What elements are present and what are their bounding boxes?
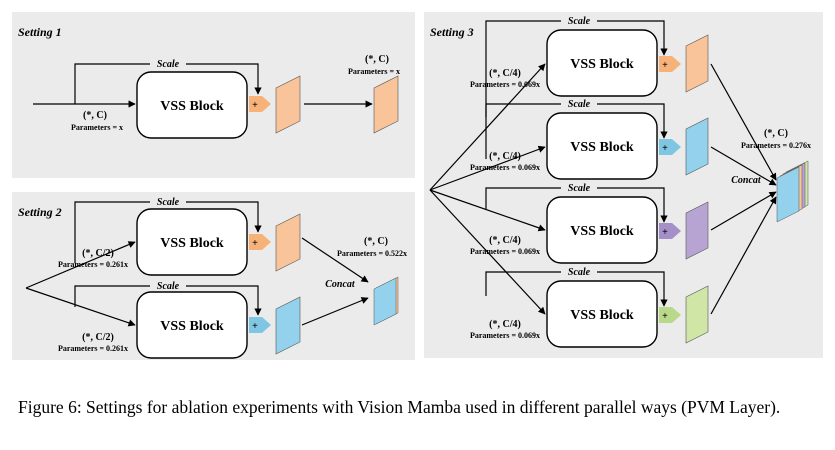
setting-2-top-feature-map xyxy=(275,213,301,272)
setting-1-feature-map xyxy=(275,75,301,134)
setting-1-add-arrow xyxy=(249,96,271,112)
setting-2-top-scale: Scale xyxy=(157,197,180,208)
setting-3-branch-2-dim: (*, C/4) xyxy=(489,151,521,162)
setting-3-output-stack xyxy=(776,160,809,223)
setting-3-branch-1-scale: Scale xyxy=(568,16,591,27)
setting-3-branch-2-add-arrow xyxy=(659,139,681,155)
setting-3-branch-1-params: Parameters = 0.069x xyxy=(470,80,540,89)
setting-3-branch-1-vss-label: VSS Block xyxy=(570,57,634,72)
setting-3-branch-2-vss-block xyxy=(546,112,658,180)
setting-2-top-vss-label: VSS Block xyxy=(160,236,224,251)
setting-2-top-add-arrow xyxy=(249,234,271,250)
setting-2-output-dim: (*, C) xyxy=(364,236,388,247)
setting-2-bottom-vss-label: VSS Block xyxy=(160,319,224,334)
setting-2-bottom-feature-map xyxy=(275,296,301,355)
setting-3-branch-4-feature-map xyxy=(685,285,709,344)
setting-3-branch-3-plus: + xyxy=(662,227,668,238)
setting-3-branch-4-plus: + xyxy=(662,311,668,322)
setting-1-vss-block xyxy=(136,71,248,139)
setting-2-output-params: Parameters = 0.522x xyxy=(337,249,407,258)
setting-3-branch-3-vss-label: VSS Block xyxy=(570,224,634,239)
setting-2-bottom-dim: (*, C/2) xyxy=(82,332,114,343)
setting-2-concat-label: Concat xyxy=(325,279,356,290)
setting-3-branch-2-params: Parameters = 0.069x xyxy=(470,163,540,172)
setting-3-branch-3-vss-block xyxy=(546,196,658,264)
setting-3-branch-4-vss-label: VSS Block xyxy=(570,308,634,323)
setting-3-branch-2-plus: + xyxy=(662,143,668,154)
setting-3-branch-2-feature-map xyxy=(685,117,709,176)
setting-1-panel: Setting 1 Scale (*, C) Parameters = x VS… xyxy=(12,12,415,178)
setting-2-bottom-plus: + xyxy=(252,321,258,332)
setting-1-output-params: Parameters = x xyxy=(348,67,400,76)
setting-2-title: Setting 2 xyxy=(18,205,62,219)
setting-3-title: Setting 3 xyxy=(430,25,474,39)
setting-3-branch-3-params: Parameters = 0.069x xyxy=(470,247,540,256)
setting-2-top-params: Parameters = 0.261x xyxy=(58,260,128,269)
setting-3-branch-3-add-arrow xyxy=(659,223,681,239)
setting-2-top-dim: (*, C/2) xyxy=(82,248,114,259)
setting-3-branch-3-feature-map xyxy=(685,201,709,260)
setting-2-bottom-add-arrow xyxy=(249,317,271,333)
setting-3-output-params: Parameters = 0.276x xyxy=(741,141,811,150)
setting-3-branch-1-feature-map xyxy=(685,34,709,93)
setting-3-branch-3-scale: Scale xyxy=(568,183,591,194)
setting-2-top-plus: + xyxy=(252,238,258,249)
setting-3-branch-2-scale: Scale xyxy=(568,99,591,110)
setting-3-branch-1-add-arrow xyxy=(659,56,681,72)
setting-1-vss-label: VSS Block xyxy=(160,99,224,114)
setting-1-scale-label: Scale xyxy=(157,59,180,70)
setting-3-branch-2-vss-label: VSS Block xyxy=(570,140,634,155)
setting-3-panel: Setting 3 Scale VSS Block + (*, C/4) Par… xyxy=(424,12,823,358)
setting-3-branch-1-plus: + xyxy=(662,60,668,71)
setting-3-branch-1-vss-block xyxy=(546,29,658,97)
figure-caption: Figure 6: Settings for ablation experime… xyxy=(18,397,781,417)
setting-2-panel: Setting 2 Scale VSS Block + (*, C/2) Par… xyxy=(12,192,415,360)
setting-3-branch-4-params: Parameters = 0.069x xyxy=(470,331,540,340)
setting-3-branch-4-scale: Scale xyxy=(568,267,591,278)
setting-3-concat-label: Concat xyxy=(731,175,762,186)
setting-3-branch-4-add-arrow xyxy=(659,307,681,323)
setting-2-output-stack xyxy=(373,277,397,326)
ablation-diagram: Setting 1 Scale (*, C) Parameters = x VS… xyxy=(12,12,823,360)
setting-1-output-dim: (*, C) xyxy=(365,54,389,65)
setting-2-bottom-params: Parameters = 0.261x xyxy=(58,344,128,353)
setting-3-branch-4-vss-block xyxy=(546,280,658,348)
setting-3-branch-1-dim: (*, C/4) xyxy=(489,68,521,79)
setting-2-bottom-scale: Scale xyxy=(157,281,180,292)
setting-2-top-vss-block xyxy=(136,208,248,276)
setting-2-bottom-vss-block xyxy=(136,291,248,359)
setting-1-title: Setting 1 xyxy=(18,25,62,39)
setting-1-plus: + xyxy=(252,100,258,111)
setting-3-output-dim: (*, C) xyxy=(764,128,788,139)
setting-1-output-map xyxy=(373,75,399,134)
setting-1-input-dim: (*, C) xyxy=(83,110,107,121)
setting-3-branch-4-dim: (*, C/4) xyxy=(489,319,521,330)
setting-1-input-params: Parameters = x xyxy=(71,123,123,132)
setting-3-branch-3-dim: (*, C/4) xyxy=(489,235,521,246)
